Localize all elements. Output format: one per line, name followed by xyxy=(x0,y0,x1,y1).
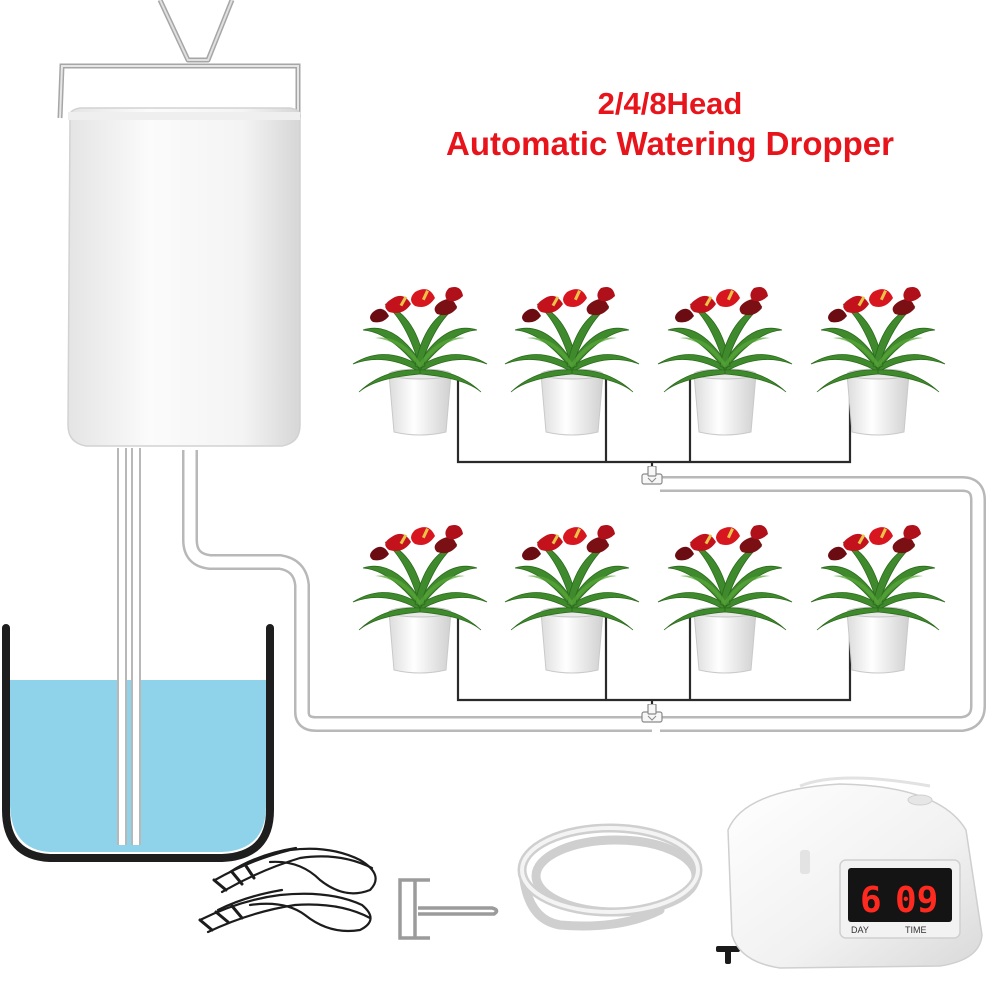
silicone-hose xyxy=(517,823,703,931)
pump-bucket xyxy=(57,0,302,447)
time-digits: 09 xyxy=(895,880,938,921)
plant-bottom-1 xyxy=(352,524,488,674)
t-connector-bottom xyxy=(641,704,663,723)
product-title: 2/4/8Head Automatic Watering Dropper xyxy=(400,84,940,164)
title-line-1: 2/4/8Head xyxy=(597,86,743,121)
plant-top-2 xyxy=(504,286,640,436)
plant-top-4 xyxy=(810,286,946,436)
mounting-stake xyxy=(398,878,499,940)
day-digit: 6 xyxy=(860,880,882,921)
plant-bottom-3 xyxy=(657,524,793,674)
plant-bottom-2 xyxy=(504,524,640,674)
small-t-connector xyxy=(716,946,740,964)
time-label: TIME xyxy=(905,925,927,935)
day-label: DAY xyxy=(851,925,869,935)
timer-controller: 6 09 DAY TIME xyxy=(727,776,983,969)
drip-line-coils xyxy=(198,846,377,934)
plant-bottom-4 xyxy=(810,524,946,674)
t-connector-top xyxy=(641,466,663,485)
title-line-2: Automatic Watering Dropper xyxy=(446,125,894,162)
plant-top-1 xyxy=(352,286,488,436)
plant-top-3 xyxy=(657,286,793,436)
led-display xyxy=(848,868,952,922)
